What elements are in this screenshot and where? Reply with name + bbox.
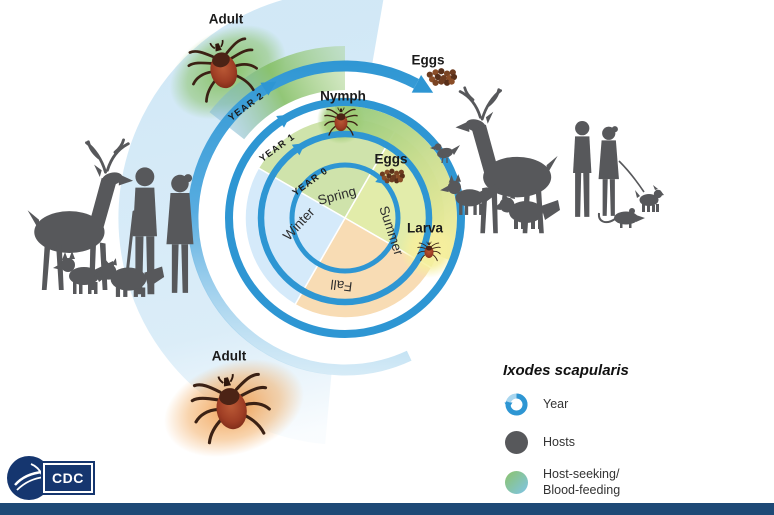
cdc-logo: CDC [6, 455, 93, 501]
legend-label-host-seeking-line2: Blood-feeding [543, 482, 621, 497]
label-nymph: Nymph [320, 88, 366, 104]
host-seeking-icon [505, 471, 528, 495]
year1-arrowhead [291, 142, 306, 156]
legend-item-host-seeking: Host-seeking/ Blood-feeding [503, 467, 693, 498]
legend-item-hosts: Hosts [503, 429, 693, 456]
legend-item-year: Year [503, 391, 693, 418]
legend-label-hosts: Hosts [543, 434, 575, 449]
year-ring-2 [225, 98, 465, 338]
hhs-logo-icon [7, 456, 51, 500]
label-adult-top: Adult [208, 11, 244, 27]
legend-label-host-seeking: Host-seeking/ Blood-feeding [543, 467, 620, 498]
outer-arc-arrowhead [260, 81, 277, 96]
year0-arrowhead [375, 172, 388, 185]
eggs-icon-top [426, 68, 458, 86]
hosts-icon [505, 431, 528, 454]
label-adult-bottom: Adult [211, 348, 247, 364]
cdc-wordmark: CDC [43, 463, 93, 493]
legend: Ixodes scapularis Year Hosts Host-seekin… [503, 362, 693, 498]
legend-label-host-seeking-line1: Host-seeking/ [543, 467, 620, 481]
footer-bar [0, 503, 774, 515]
year-ring-0 [289, 162, 401, 274]
label-eggs-inner: Eggs [374, 151, 408, 167]
year-outer-arc [187, 60, 419, 376]
label-eggs-top: Eggs [411, 52, 445, 68]
label-larva: Larva [406, 220, 444, 236]
dog-icon [635, 185, 664, 212]
dog-leash [618, 160, 645, 193]
year-ring-1 [257, 130, 433, 306]
eggs-arrowhead [411, 74, 434, 93]
season-label-fall: Fall [330, 277, 353, 295]
year2-arrowhead [276, 114, 291, 128]
legend-title: Ixodes scapularis [503, 362, 629, 379]
legend-label-year: Year [543, 396, 569, 411]
year-cycle-icon [504, 393, 528, 416]
human-couple-icon-right [573, 121, 619, 217]
